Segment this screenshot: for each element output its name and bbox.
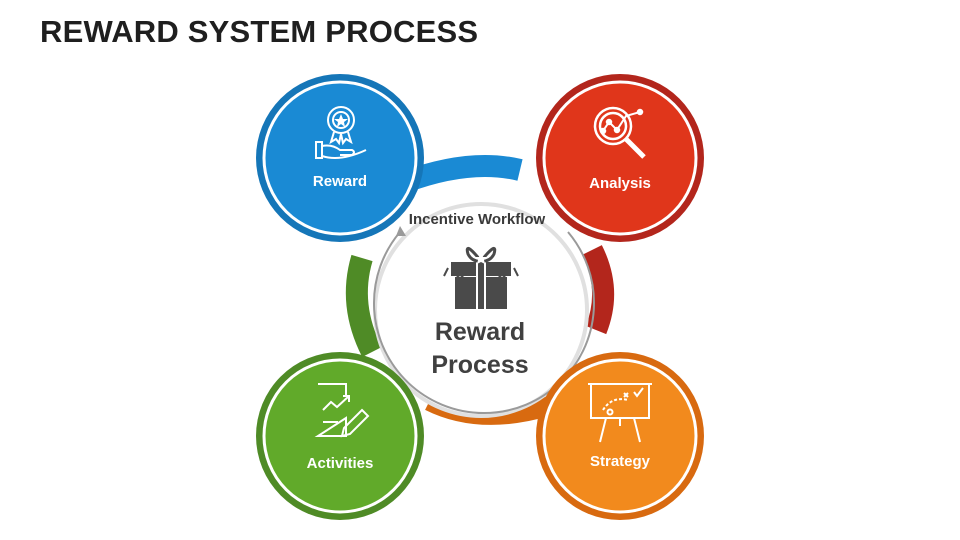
page-title: REWARD SYSTEM PROCESS <box>40 14 479 49</box>
node-label-reward: Reward <box>312 173 368 190</box>
document-pencil-icon <box>314 383 370 438</box>
gift-box-icon <box>443 246 519 309</box>
connector-arc-right <box>582 245 615 335</box>
strategy-board-icon <box>588 383 652 443</box>
node-analysis[interactable] <box>536 74 704 242</box>
award-hand-icon <box>315 106 367 159</box>
center-ring-arc <box>373 231 595 415</box>
node-label-analysis: Analysis <box>589 175 651 192</box>
center-title: Reward Process <box>400 316 560 382</box>
center-subtitle: Incentive Workflow <box>408 211 546 228</box>
magnifier-chart-icon <box>593 106 646 159</box>
node-label-activities: Activities <box>306 455 374 472</box>
center-title-line2: Process <box>431 351 529 379</box>
center-title-line1: Reward <box>434 318 526 346</box>
connector-arc-left <box>345 254 382 357</box>
node-label-strategy: Strategy <box>589 453 651 470</box>
center-ring-arrowhead <box>396 226 406 236</box>
node-strategy[interactable] <box>536 352 704 520</box>
